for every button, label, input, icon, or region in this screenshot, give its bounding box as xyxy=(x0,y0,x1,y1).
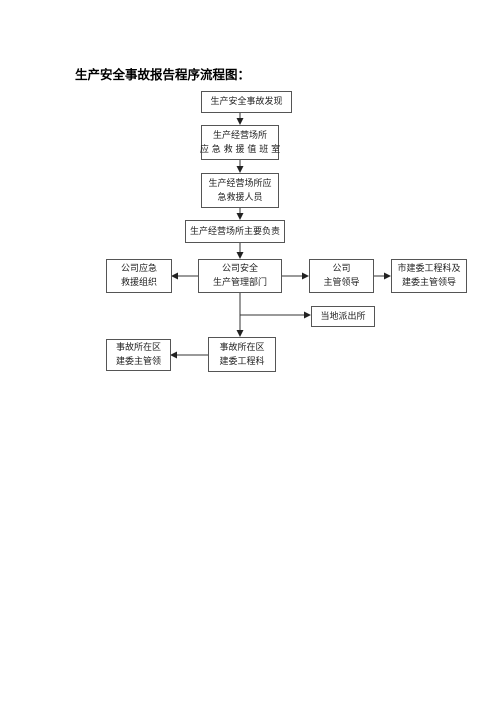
node-city-construction-bureau: 市建委工程科及建委主管领导 xyxy=(391,259,467,293)
node-accident-discovery: 生产安全事故发现 xyxy=(201,91,292,113)
node-emergency-rescue-staff: 生产经营场所应急救援人员 xyxy=(201,173,279,208)
node-company-safety-dept: 公司安全生产管理部门 xyxy=(198,259,282,293)
node-district-engineering-section: 事故所在区建委工程科 xyxy=(208,337,276,372)
node-district-leader: 事故所在区建委主管领 xyxy=(106,339,171,371)
node-company-rescue-org: 公司应急救援组织 xyxy=(106,259,172,293)
diagram-title: 生产安全事故报告程序流程图： xyxy=(75,67,251,82)
node-emergency-duty-room: 生产经营场所应 急 救 援 值 班 室 xyxy=(200,125,280,160)
node-site-principal: 生产经营场所主要负责 xyxy=(185,220,285,243)
node-company-leader: 公司主管领导 xyxy=(309,259,374,293)
node-local-police: 当地派出所 xyxy=(311,306,375,327)
